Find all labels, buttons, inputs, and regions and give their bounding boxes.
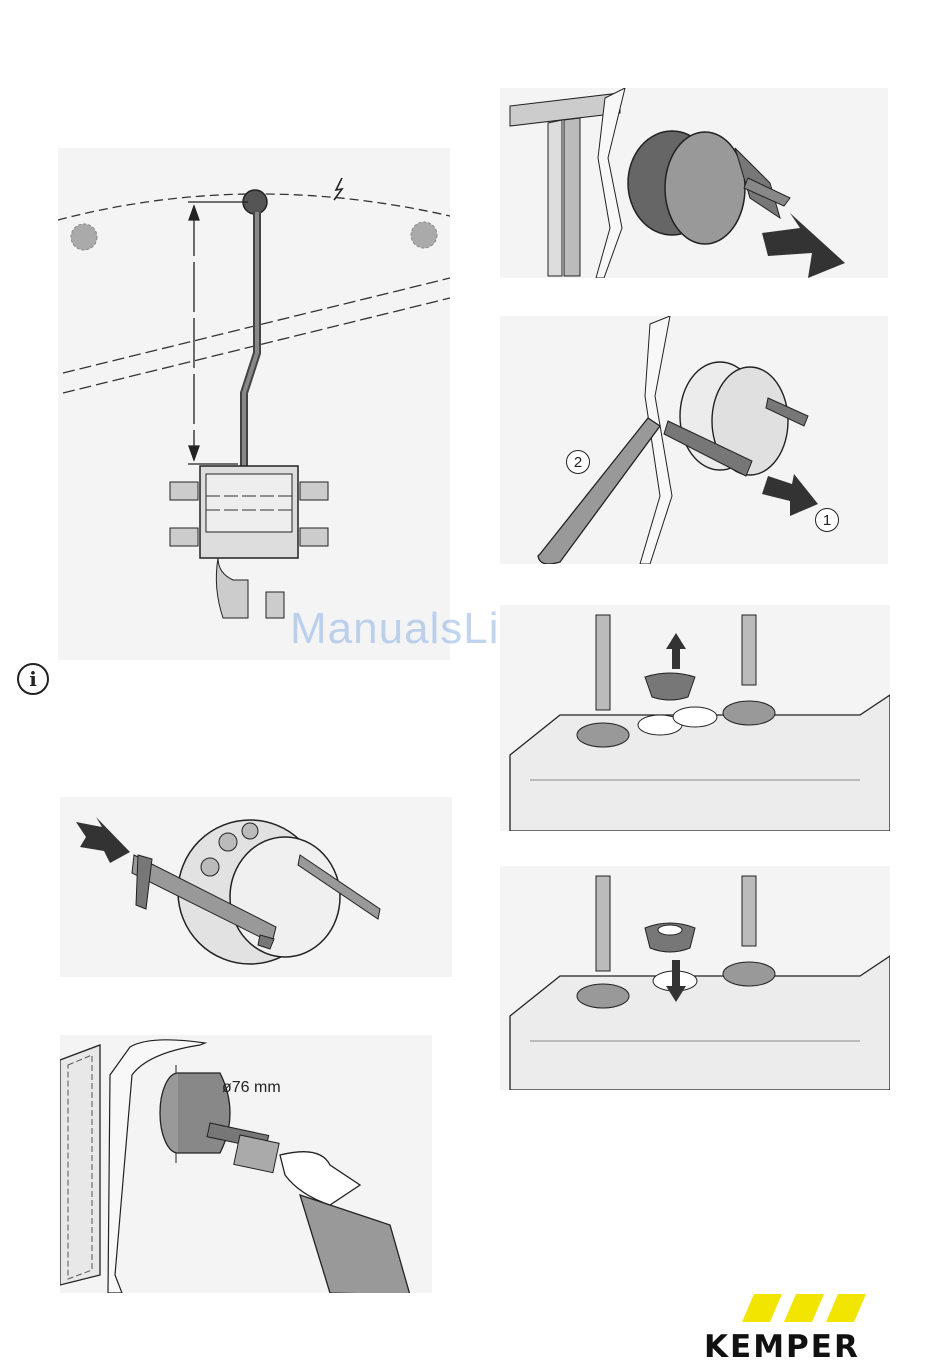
flush-box (664, 362, 808, 476)
mounting-height-figure (58, 148, 450, 660)
holesaw-diameter-label: ø76 mm (222, 1079, 281, 1097)
callout-step-one: 1 (815, 508, 839, 532)
dimension-arrow-icon (188, 202, 248, 464)
insert-grommet-figure (500, 866, 890, 1090)
drill-icon (207, 1123, 410, 1293)
kemper-logo: KEMPER (700, 1292, 910, 1362)
flush-box (628, 131, 790, 244)
insert-brackets-figure (60, 797, 452, 977)
callout-step-two: 2 (566, 450, 590, 474)
end-cap (645, 673, 695, 700)
insert-brackets-drawing (60, 797, 452, 977)
insert-box-figure (500, 88, 888, 278)
hole-saw-icon (160, 1065, 230, 1163)
insert-box-drawing (500, 88, 888, 278)
drill-hole-figure (60, 1035, 432, 1293)
remove-cap-figure (500, 605, 890, 831)
push-arrow-icon (76, 817, 130, 863)
brand-name: KEMPER (704, 1329, 860, 1365)
insert-grommet-drawing (500, 866, 890, 1090)
pliers-icon (538, 418, 660, 564)
pull-arrow-icon (762, 474, 818, 516)
wall-box (170, 466, 328, 618)
outlet-marker-left (71, 224, 97, 250)
remove-cap-drawing (500, 605, 890, 831)
mounting-height-drawing (58, 148, 450, 660)
logo-bars-icon (742, 1294, 872, 1324)
push-arrow-icon (762, 213, 845, 278)
info-icon: i (17, 663, 49, 695)
outlet-marker-right (411, 222, 437, 248)
drill-hole-drawing (60, 1035, 432, 1293)
lightning-icon (334, 178, 342, 200)
grommet (645, 923, 695, 952)
up-arrow-icon (666, 633, 686, 669)
